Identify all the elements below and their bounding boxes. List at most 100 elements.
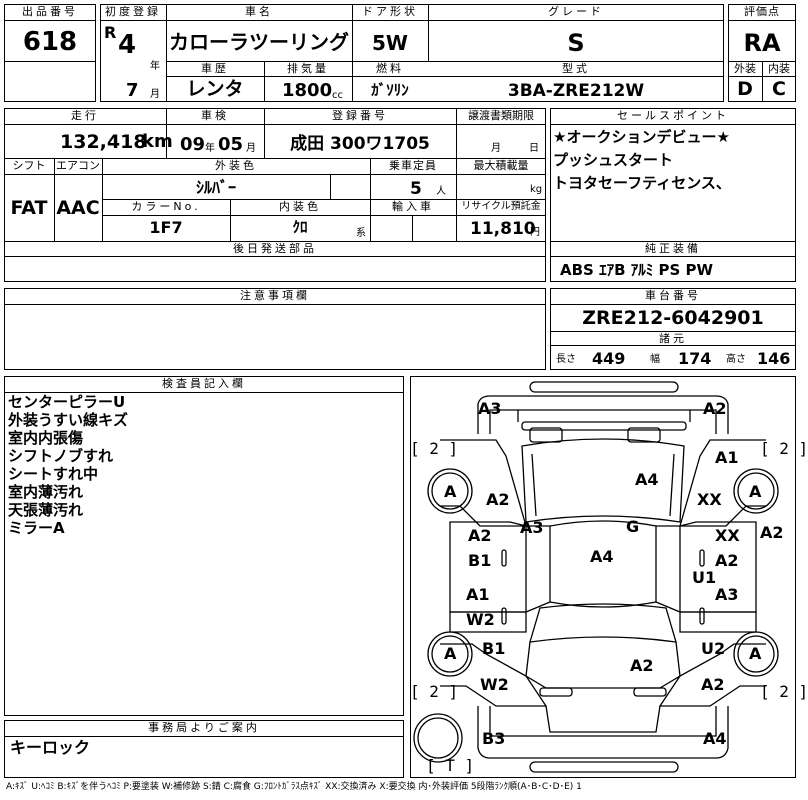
capacity-unit: 人 — [436, 186, 446, 197]
fuel-label: 燃料 — [376, 62, 404, 75]
grade-label: グレード — [548, 5, 604, 18]
doors: 5W — [372, 31, 408, 55]
main-box — [100, 4, 724, 102]
damage-mark: W2 — [480, 675, 509, 694]
damage-mark: A4 — [590, 547, 614, 566]
reg-month: 7 — [126, 80, 139, 101]
recycle: 11,810 — [470, 219, 536, 239]
load-unit: kg — [530, 184, 543, 195]
score-label: 評価点 — [744, 5, 780, 18]
transfer-day-unit: 日 — [529, 143, 539, 154]
inspector-line: シートすれ中 — [8, 465, 99, 483]
lot-number: 618 — [22, 27, 78, 57]
damage-mark: W2 — [466, 610, 495, 629]
first-reg-label: 初度登録 — [105, 5, 161, 18]
damage-mark: A2 — [701, 675, 725, 694]
insp-month: 05 — [218, 134, 244, 155]
shift: FAT — [10, 197, 48, 219]
mileage: 132,418 — [60, 131, 147, 153]
sales-point-line: プッシュスタート — [553, 151, 674, 169]
ac: AAC — [56, 197, 100, 219]
reg-year-unit: 年 — [150, 61, 160, 72]
inspector-line: センターピラーU — [8, 393, 126, 411]
office-label: 事務局よりご案内 — [148, 721, 260, 734]
interior-label: 内装 — [768, 62, 790, 75]
damage-mark: A2 — [715, 551, 739, 570]
exterior-score: D — [737, 78, 753, 100]
damage-mark: G — [626, 517, 640, 536]
wheel-mark: A — [444, 644, 457, 663]
damage-mark: U1 — [692, 568, 717, 587]
legend: A:ｷｽﾞ U:ﾍｺﾐ B:ｷｽﾞを伴うﾍｺﾐ P:要塗装 W:補修跡 S:錆 … — [6, 782, 582, 792]
load-label: 最大積載量 — [473, 159, 529, 172]
capacity: 5 — [410, 179, 422, 199]
notes-label: 注意事項欄 — [240, 289, 310, 302]
displacement-label: 排気量 — [287, 62, 329, 75]
sales-point-line: ★オークションデビュー★ — [553, 128, 730, 146]
height-label: 高さ — [726, 354, 746, 365]
grade: S — [567, 29, 585, 57]
inspector-line: 天張薄汚れ — [8, 501, 84, 519]
lot-label: 出品番号 — [22, 5, 78, 18]
color-no-label: カラーNo. — [131, 200, 201, 213]
damage-mark: A2 — [703, 399, 727, 418]
bracket-label: [ 2 ] — [760, 439, 808, 458]
equipment: ABS ｴｱB ｱﾙﾐ PS PW — [560, 261, 714, 279]
notes-box — [4, 288, 546, 370]
int-color-label: 内装色 — [279, 200, 321, 213]
mileage-label: 走行 — [71, 109, 99, 122]
damage-mark: A2 — [486, 490, 510, 509]
plate: 成田 300ワ1705 — [290, 134, 430, 154]
damage-mark: A4 — [703, 729, 727, 748]
later-parts-label: 後日発送部品 — [233, 242, 317, 255]
damage-mark: A2 — [760, 523, 784, 542]
exterior-label: 外装 — [734, 62, 756, 75]
int-color-unit: 系 — [356, 228, 366, 239]
damage-mark: A4 — [635, 470, 659, 489]
era: R — [104, 23, 117, 42]
insp-year-unit: 年 — [205, 143, 215, 154]
score: RA — [743, 29, 781, 57]
lot-box — [4, 4, 96, 102]
model: 3BA-ZRE212W — [507, 81, 645, 101]
int-color: ｸﾛ — [292, 218, 308, 236]
office-note: キーロック — [10, 738, 91, 757]
history-label: 車歴 — [201, 62, 229, 75]
sales-point-line: トヨタセーフティセンス、 — [553, 174, 731, 192]
damage-mark: A2 — [468, 526, 492, 545]
car-diagram — [413, 381, 779, 773]
recycle-label: リサイクル預託金 — [461, 201, 541, 212]
damage-mark: B3 — [482, 729, 506, 748]
damage-mark: A3 — [715, 585, 739, 604]
damage-mark: XX — [715, 526, 740, 545]
wheel-mark: A — [749, 482, 762, 501]
chassis-label: 車台番号 — [645, 289, 701, 302]
inspector-line: 室内薄汚れ — [8, 483, 84, 501]
ext-color: ｼﾙﾊﾞｰ — [195, 178, 236, 197]
width: 174 — [678, 349, 712, 368]
bracket-label: [ 2 ] — [410, 439, 459, 458]
damage-mark: XX — [697, 490, 722, 509]
dims-label: 諸元 — [659, 332, 687, 345]
vehicle-info-box — [4, 108, 546, 282]
length: 449 — [592, 349, 626, 368]
mileage-unit: km — [142, 131, 173, 152]
inspector-line: 外装うすい線キズ — [8, 411, 129, 429]
chassis-box — [550, 288, 796, 370]
wheel-mark: A — [444, 482, 457, 501]
inspector-box — [4, 376, 404, 716]
shift-label: シフト — [12, 159, 46, 172]
damage-mark: B1 — [468, 551, 492, 570]
damage-mark: A3 — [520, 518, 544, 537]
damage-mark: A1 — [466, 585, 490, 604]
model-label: 型式 — [562, 62, 590, 75]
interior-score: C — [772, 78, 786, 100]
diagram-box — [410, 376, 796, 778]
damage-mark: A2 — [630, 656, 654, 675]
width-label: 幅 — [650, 354, 660, 365]
history: レンタ — [186, 78, 244, 100]
import-label: 輸入車 — [392, 200, 434, 213]
inspector-label: 検査員記入欄 — [162, 377, 246, 390]
inspection-label: 車検 — [201, 109, 229, 122]
length-label: 長さ — [556, 354, 576, 365]
